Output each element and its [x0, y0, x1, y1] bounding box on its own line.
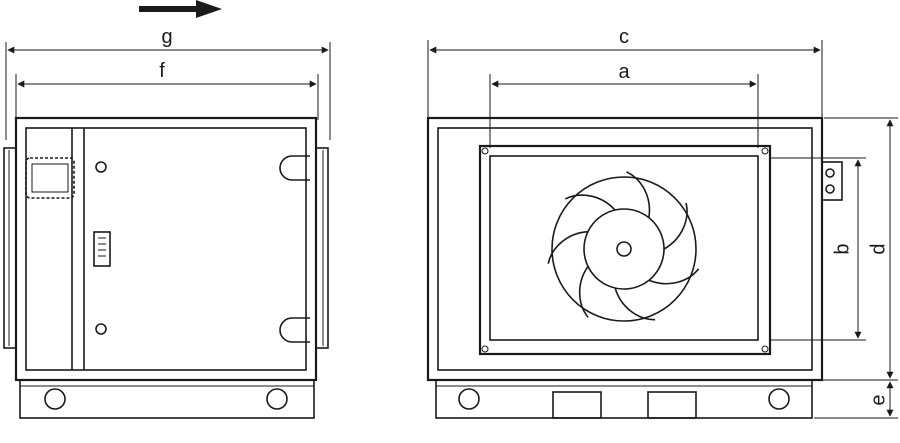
latch-icon [279, 317, 310, 343]
dimension-label-a: a [618, 61, 630, 83]
dimension-label-g: g [161, 26, 172, 48]
screw-icon [95, 161, 107, 173]
terminal-box-icon [821, 161, 843, 201]
mounting-hole-icon [266, 388, 288, 410]
mounting-hole-icon [44, 388, 66, 410]
dimension-g: g [5, 26, 331, 140]
cable-gland-icon [25, 157, 75, 199]
handle-icon [93, 231, 111, 267]
latch-icon [279, 155, 310, 181]
dimension-f: f [15, 60, 319, 120]
flow-direction-arrow-icon [139, 0, 222, 18]
dimension-c: c [427, 26, 823, 120]
mounting-hole-icon [768, 388, 790, 410]
fork-pocket [647, 391, 697, 419]
fork-pocket [552, 391, 602, 419]
dimension-e: e [814, 381, 898, 419]
side-view: g f [3, 26, 331, 419]
dimension-label-b: b [831, 243, 853, 254]
side-base [19, 379, 315, 419]
dimension-label-d: d [867, 243, 889, 254]
front-view: c a [426, 26, 898, 419]
dimension-label-c: c [619, 26, 629, 48]
inlet-frame [478, 144, 772, 356]
dimension-a: a [489, 61, 759, 148]
mounting-hole-icon [458, 388, 480, 410]
screw-icon [95, 323, 107, 335]
dimension-d: d [816, 117, 898, 381]
dimension-label-e: e [867, 394, 889, 405]
front-base [435, 379, 813, 419]
dimension-b: b [770, 157, 866, 341]
dimension-label-f: f [159, 60, 165, 82]
fan-impeller-icon [547, 171, 700, 322]
